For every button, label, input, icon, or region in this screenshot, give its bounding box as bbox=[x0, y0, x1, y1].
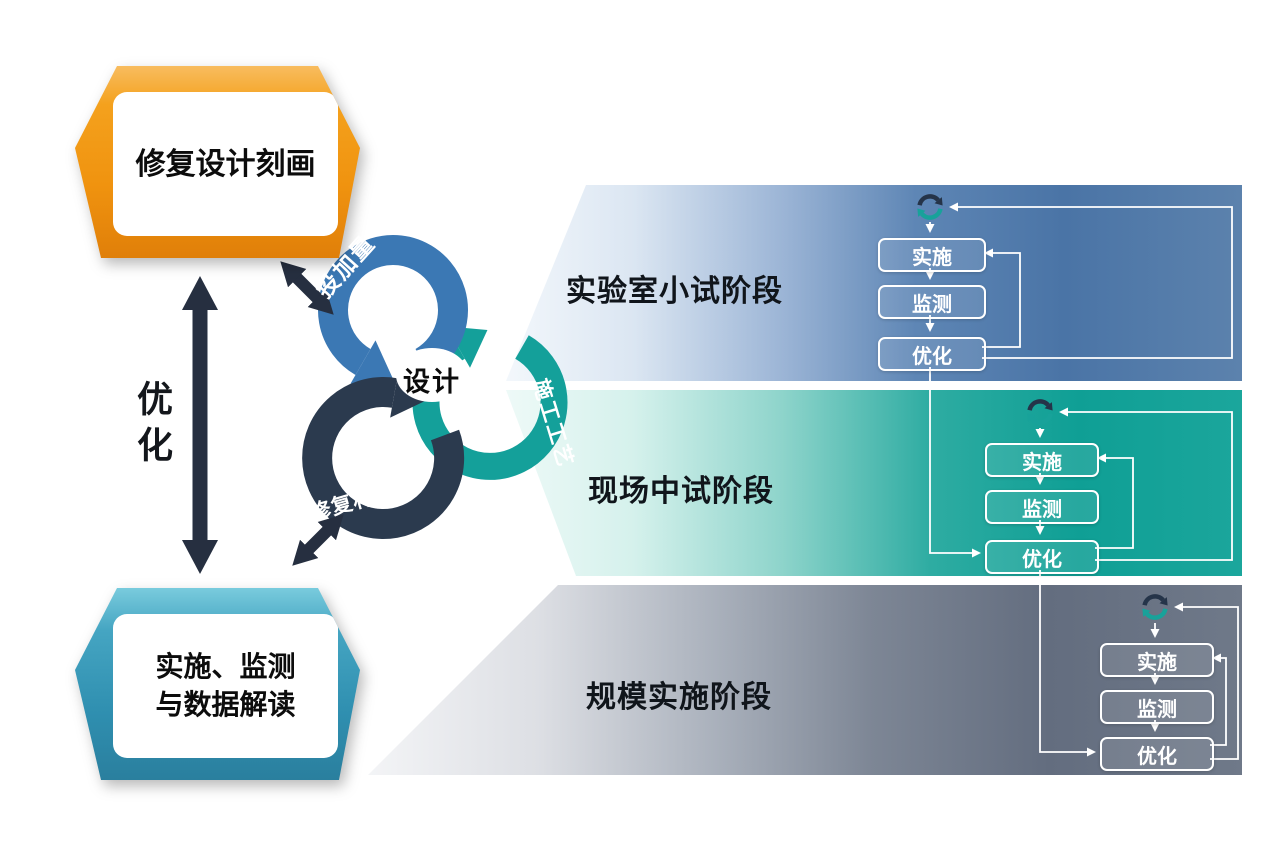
optimize-vertical-label: 优化 bbox=[132, 380, 173, 472]
cycle-center-label: 设计 bbox=[403, 367, 461, 397]
step-box-lab-implement: 实施 bbox=[878, 238, 986, 272]
implementation-monitoring-box: 实施、监测 与数据解读 bbox=[75, 588, 360, 780]
impl-box-line2: 与数据解读 bbox=[155, 689, 296, 720]
hexagon-teal: 实施、监测 与数据解读 bbox=[75, 588, 360, 780]
stage-label-pilot: 现场中试阶段 bbox=[588, 475, 774, 508]
design-box-label: 修复设计刻画 bbox=[135, 147, 316, 181]
step-box-full-optimize: 优化 bbox=[1100, 737, 1214, 771]
step-box-pilot-optimize: 优化 bbox=[985, 540, 1099, 574]
cycle-icon-lab bbox=[913, 190, 947, 224]
cycle-to-impl-arrow bbox=[292, 514, 344, 566]
step-box-pilot-monitor: 监测 bbox=[985, 490, 1099, 524]
step-box-lab-optimize: 优化 bbox=[878, 337, 986, 371]
ring-label-material: 修复材料 bbox=[307, 479, 399, 526]
step-box-full-monitor: 监测 bbox=[1100, 690, 1214, 724]
step-box-full-implement: 实施 bbox=[1100, 643, 1214, 677]
impl-box-panel: 实施、监测 与数据解读 bbox=[113, 614, 338, 758]
design-box-panel: 修复设计刻画 bbox=[113, 92, 338, 236]
stage-label-full: 规模实施阶段 bbox=[586, 681, 772, 714]
impl-box-line1: 实施、监测 bbox=[155, 651, 296, 683]
cycle-icon-full bbox=[1138, 590, 1172, 624]
step-box-pilot-implement: 实施 bbox=[985, 443, 1099, 477]
step-box-lab-monitor: 监测 bbox=[878, 285, 986, 319]
stage-label-lab: 实验室小试阶段 bbox=[566, 275, 783, 308]
cycle-icon-pilot bbox=[1023, 395, 1057, 429]
hexagon-orange: 修复设计刻画 bbox=[75, 66, 360, 258]
design-characterization-box: 修复设计刻画 bbox=[75, 66, 360, 258]
